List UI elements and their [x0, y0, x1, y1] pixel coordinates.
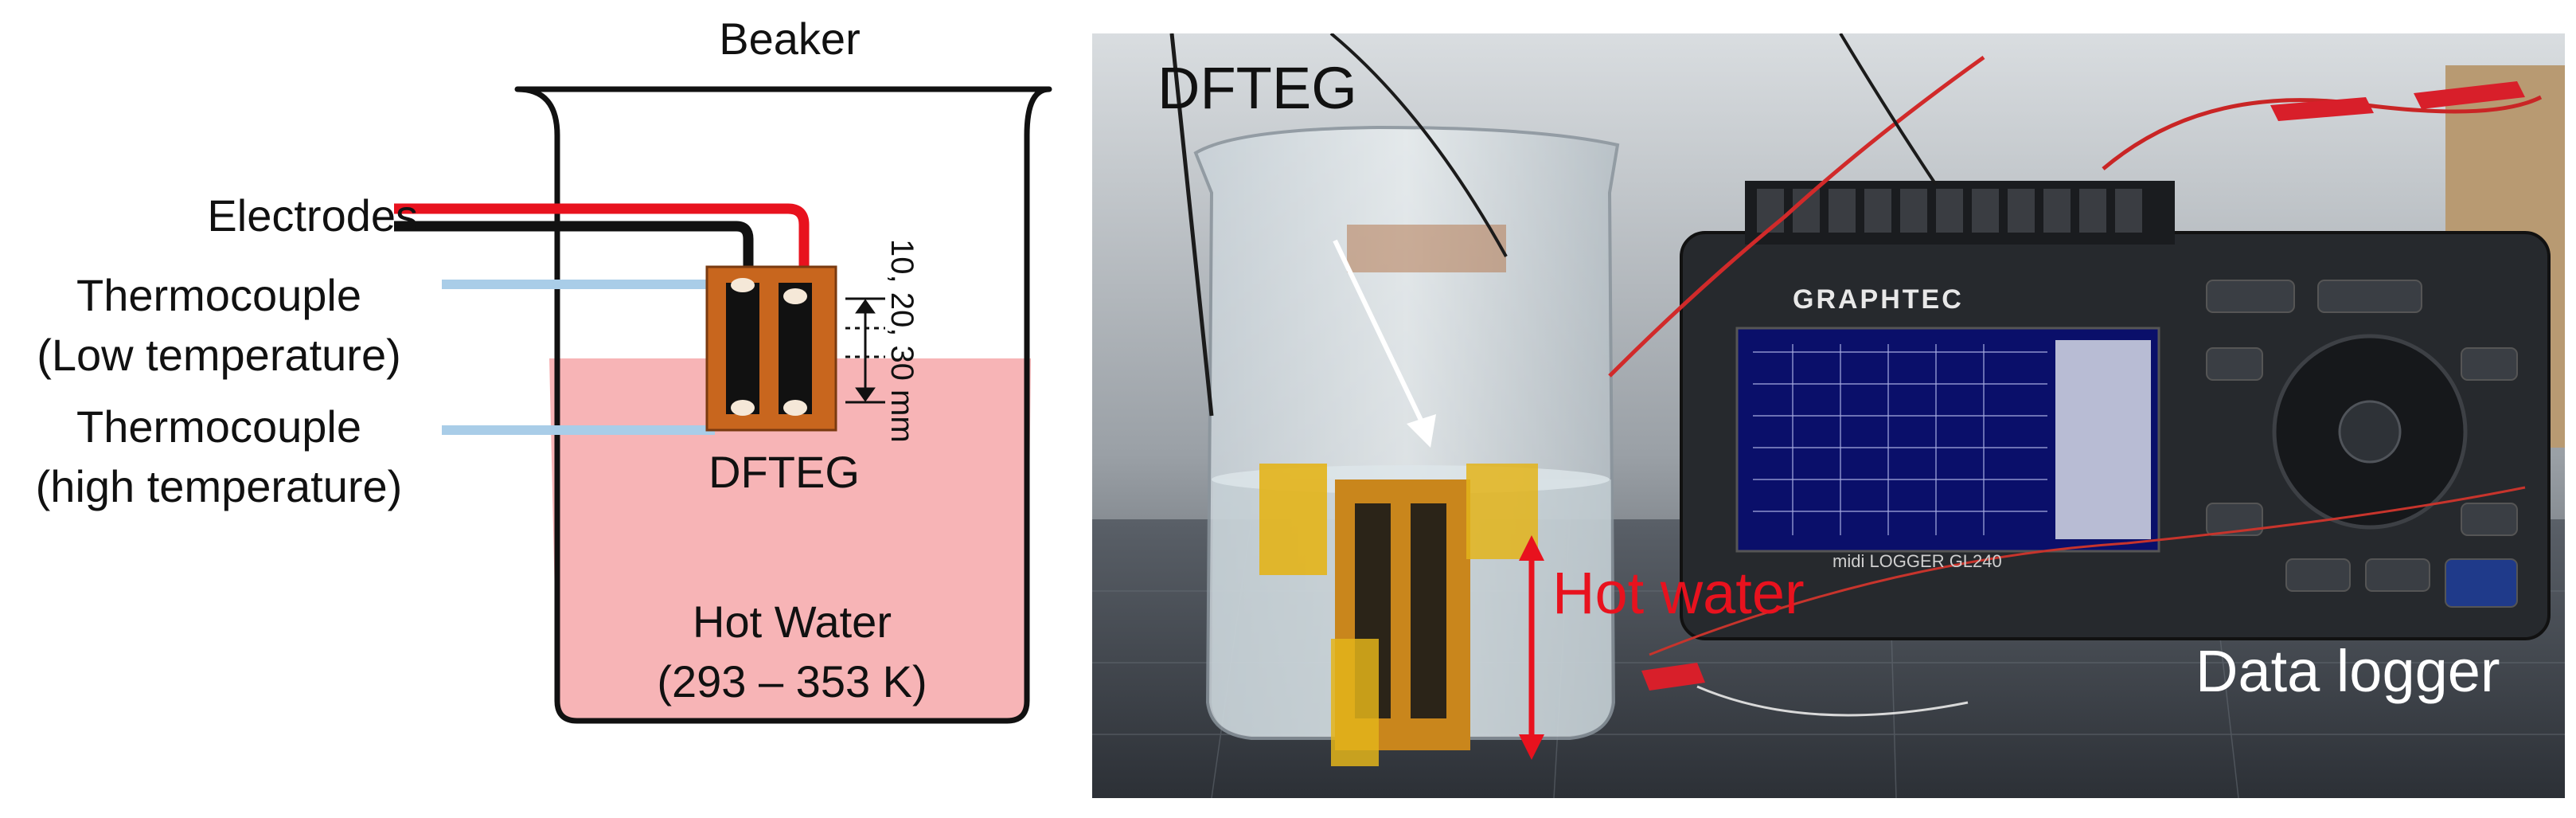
schematic-diagram: Beaker Electrodes Thermocouple (Low temp… [36, 14, 1052, 724]
beaker-outline [514, 86, 1052, 724]
thermocouple-low-label-line1: Thermocouple [76, 270, 361, 320]
thermocouple-low-label-line2: (Low temperature) [37, 330, 401, 380]
logger-brand-label: GRAPHTEC [1793, 284, 1964, 315]
electrode-wire-black [394, 221, 754, 271]
dfteg-label: DFTEG [708, 447, 860, 497]
logger-model-label: midi LOGGER GL240 [1832, 551, 2002, 571]
pointer-arrow-white [1333, 239, 1429, 433]
photo-scene [1092, 33, 2565, 798]
hot-water-fill [549, 358, 1031, 721]
hot-water-label-line1: Hot Water [693, 597, 892, 647]
beaker-label: Beaker [719, 14, 860, 64]
hot-water-depth-arrow [1519, 535, 1544, 760]
electrode-wire-red [394, 203, 810, 271]
dfteg-device [705, 265, 837, 432]
immersion-depth-marker [845, 297, 885, 404]
dfteg-device-photo [1259, 464, 1538, 766]
pointer-arrowhead-white [1407, 414, 1436, 448]
photo-hot-water-label: Hot water [1552, 560, 1805, 626]
photo-dfteg-label: DFTEG [1157, 55, 1357, 121]
electrodes-label: Electrodes [207, 190, 418, 241]
immersion-depth-label: 10, 20, 30 mm [884, 239, 919, 443]
thermocouple-high-label-line2: (high temperature) [36, 461, 403, 511]
thermocouple-high-label-line1: Thermocouple [76, 401, 361, 452]
alligator-clips [1641, 81, 2525, 691]
photo-data-logger-label: Data logger [2195, 638, 2500, 704]
experiment-photo: DFTEG Hot water Data logger GRAPHTEC mid… [1092, 33, 2565, 798]
data-logger-device [1680, 181, 2551, 640]
hot-water-label-line2: (293 – 353 K) [657, 656, 927, 706]
